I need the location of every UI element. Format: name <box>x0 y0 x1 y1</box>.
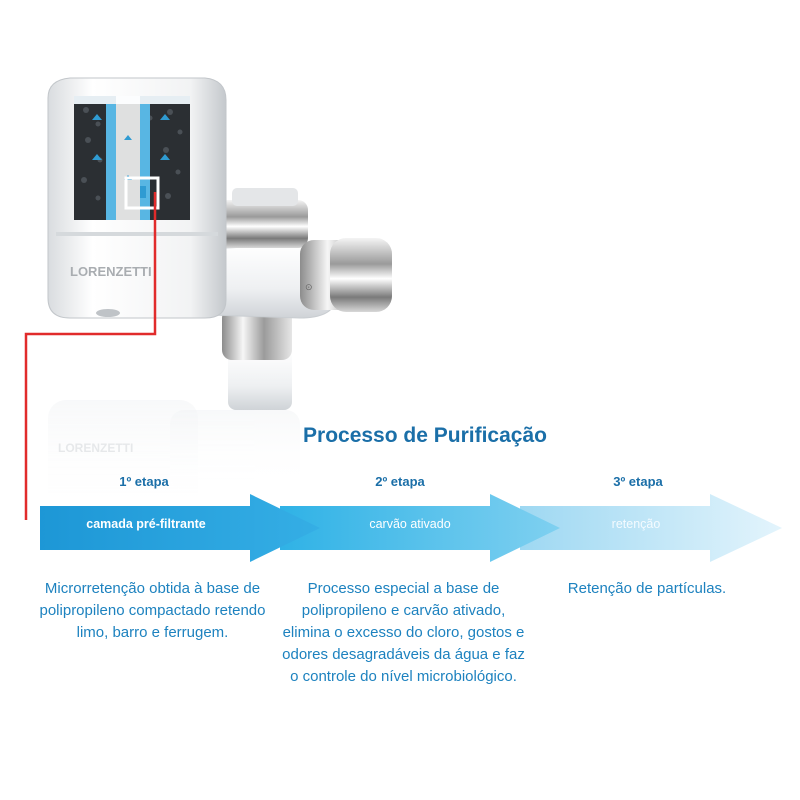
red-connector-line <box>24 192 157 520</box>
brand-logo: LORENZETTI <box>70 264 152 279</box>
arrow-2-label: carvão ativado <box>369 517 451 531</box>
arrow-stage-3 <box>520 494 782 562</box>
stage-1-label: 1º etapa <box>119 474 169 489</box>
arrow-1-label: camada pré-filtrante <box>86 517 206 531</box>
stage-1-description: Microrretenção obtida à base de poliprop… <box>39 580 266 641</box>
spout-chrome <box>222 308 292 360</box>
diagram-title: Processo de Purificação <box>303 424 547 447</box>
svg-text:⊙: ⊙ <box>305 282 313 292</box>
filter-cartridge-cutaway <box>74 96 190 220</box>
chrome-collar <box>208 200 308 248</box>
stage-2-label: 2º etapa <box>375 474 425 489</box>
svg-text:LORENZETTI: LORENZETTI <box>58 441 133 455</box>
stage-3-description: Retenção de partículas. <box>567 580 727 597</box>
arrow-3-label: retenção <box>611 517 661 531</box>
process-arrows <box>40 494 782 562</box>
product-reflection: LORENZETTI <box>48 400 300 520</box>
arrow-stage-1 <box>40 494 320 562</box>
stage-3-label: 3º etapa <box>613 474 663 489</box>
spout-white <box>228 350 292 410</box>
faucet-filter-illustration: LORENZETTI ⊙ LORENZETTI <box>24 77 392 520</box>
arrow-stage-2 <box>280 494 560 562</box>
stage-2-description: Processo especial a base de polipropilen… <box>282 580 525 685</box>
